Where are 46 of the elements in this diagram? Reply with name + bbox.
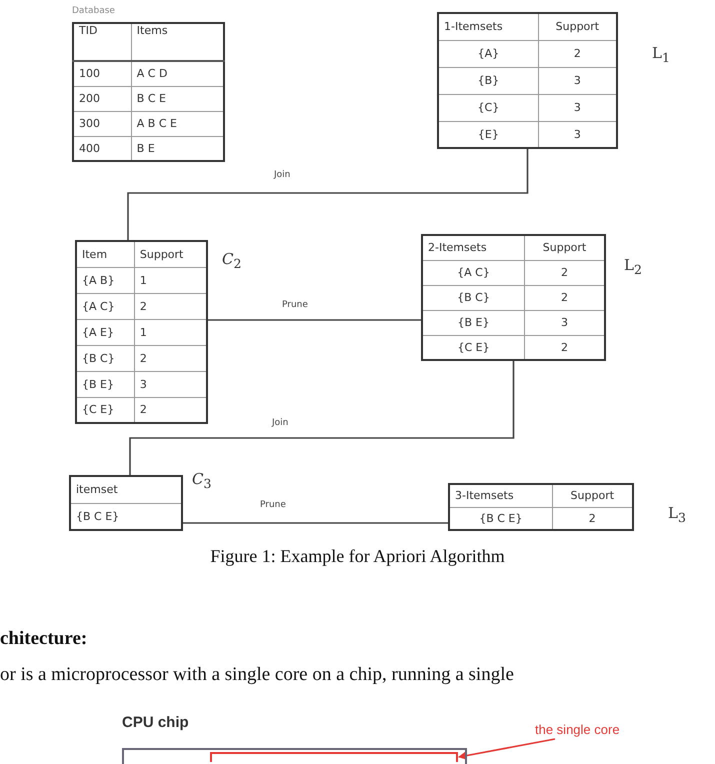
core-box <box>210 752 458 762</box>
column-header: Items <box>131 23 224 61</box>
edge-label: Prune <box>258 500 288 510</box>
body-text: or is a microprocessor with a single core on a chip, running a single <box>0 664 514 686</box>
set-label: L$_{1}$ <box>652 44 670 65</box>
data-table <box>448 483 634 531</box>
table-cell: {A B} <box>76 267 134 293</box>
table-cell: {B} <box>438 67 538 94</box>
column-header: 2-Itemsets <box>422 235 525 260</box>
table-cell: {A} <box>438 40 538 67</box>
table-cell: {A E} <box>76 319 134 345</box>
column-header: Item <box>76 241 134 267</box>
connector-line <box>129 361 514 475</box>
section-heading: chitecture: <box>0 628 88 650</box>
connector-line <box>183 522 448 524</box>
connector-line <box>208 319 421 321</box>
table-cell: 200 <box>73 86 132 111</box>
arrow <box>458 738 556 760</box>
column-header: 1-Itemsets <box>438 13 538 40</box>
connector-line <box>127 149 528 240</box>
chip-title: CPU chip <box>122 714 190 733</box>
edge-label: Prune <box>280 300 310 310</box>
set-label: L$_{3}$ <box>668 504 686 525</box>
figure-caption: Figure 1: Example for Apriori Algorithm <box>210 546 505 566</box>
set-label: C$_{2}$ <box>222 250 242 271</box>
table-cell: {A C} <box>76 293 134 319</box>
edge-label: Join <box>272 170 292 180</box>
set-label: C$_{3}$ <box>192 470 212 491</box>
table-cell: {C} <box>438 94 538 121</box>
table-cell: {B C} <box>422 285 525 310</box>
table-cell: {B E} <box>422 310 525 335</box>
edge-label: Join <box>270 418 290 428</box>
data-table <box>75 240 208 424</box>
set-label: L$_{2}$ <box>624 256 642 277</box>
data-table <box>69 475 183 531</box>
column-header: TID <box>73 23 132 61</box>
data-table <box>437 12 618 149</box>
data-table <box>421 234 606 361</box>
callout-text: the single core <box>535 722 620 737</box>
column-header: 3-Itemsets <box>449 484 552 507</box>
table-title: Database <box>72 6 116 18</box>
table-cell: 100 <box>73 61 132 86</box>
table-cell: 300 <box>73 111 132 136</box>
table-cell: {B C} <box>76 345 134 371</box>
table-cell: {B E} <box>76 371 134 397</box>
table-cell: {A C} <box>422 260 525 285</box>
